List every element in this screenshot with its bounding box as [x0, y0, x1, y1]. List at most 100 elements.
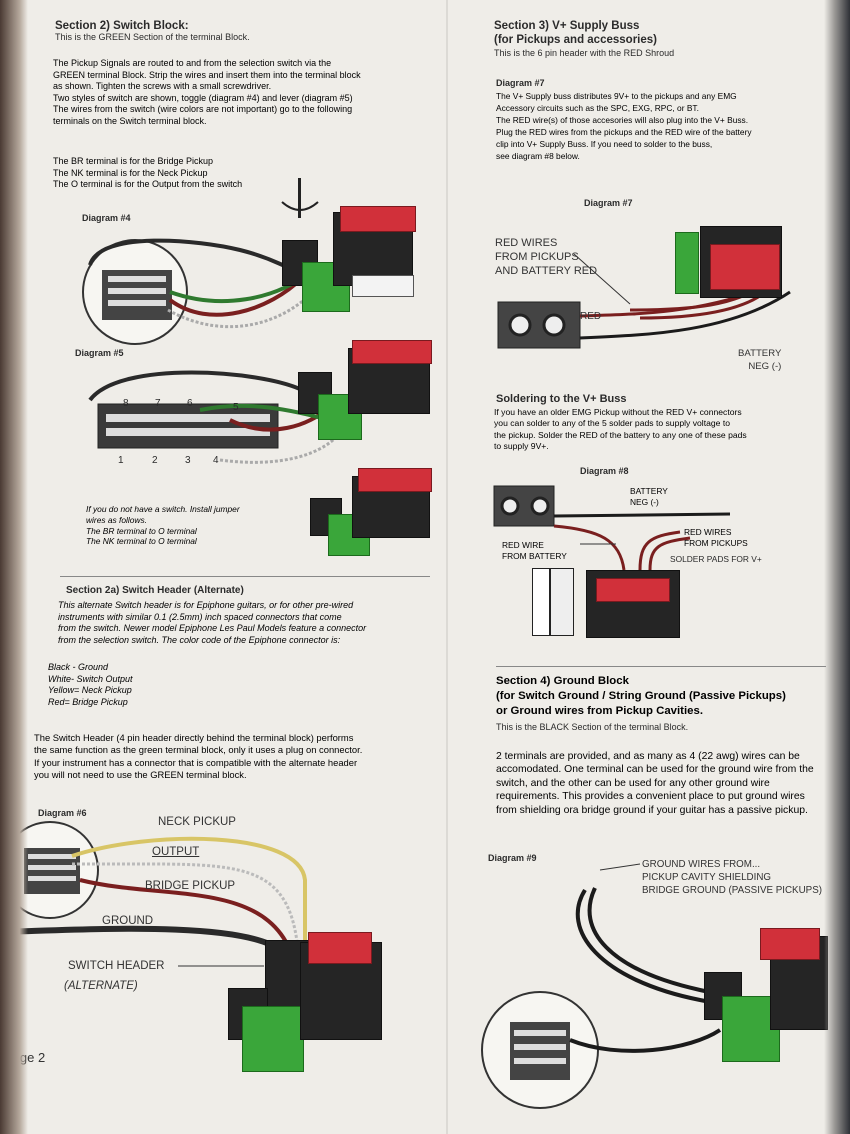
text-line: FROM BATTERY — [502, 551, 567, 561]
lever-pin-5: 5 — [233, 402, 239, 413]
text-line: The O terminal is for the Output from th… — [53, 179, 243, 190]
text-line: Accessory circuits such as the SPC, EXG,… — [496, 103, 699, 113]
text-line: If your instrument has a connector that … — [34, 756, 358, 768]
text-line: The wires from the switch (wire colors a… — [53, 104, 353, 115]
text-line: instruments with similar 0.1 (2.5mm) inc… — [58, 611, 342, 622]
section-3-title: Section 3) V+ Supply Buss — [494, 20, 640, 32]
neck-pickup-label: NECK PICKUP — [158, 816, 236, 828]
vplus-header-red — [308, 932, 372, 964]
divider — [60, 576, 430, 577]
lever-pin-4: 4 — [213, 455, 219, 466]
text-line: Yellow= Neck Pickup — [48, 685, 132, 696]
text-line: see diagram #8 below. — [496, 151, 580, 161]
text-line: accomodated. One terminal can be used fo… — [496, 764, 814, 776]
section-2-subtitle: This is the GREEN Section of the termina… — [55, 32, 250, 42]
ground-block — [532, 568, 550, 636]
lever-pin-8: 8 — [123, 398, 129, 409]
text-line: FROM PICKUPS — [495, 251, 579, 263]
diagram-9-label: Diagram #9 — [488, 853, 537, 863]
switch-block-green — [242, 1006, 304, 1072]
section-2a-title: Section 2a) Switch Header (Alternate) — [66, 585, 244, 596]
text-line: This alternate Switch header is for Epip… — [58, 600, 354, 610]
red-label: RED — [580, 311, 602, 322]
text-line: GROUND WIRES FROM... — [642, 859, 761, 870]
lever-pin-3: 3 — [185, 455, 191, 466]
text-line: BATTERY — [630, 486, 668, 496]
divider — [496, 666, 826, 667]
text-line: BRIDGE GROUND (PASSIVE PICKUPS) — [642, 885, 823, 896]
text-line: RED WIRES — [495, 237, 558, 249]
text-line: If you do not have a switch. Install jum… — [86, 504, 240, 514]
text-line: from shielding ora bridge ground if your… — [496, 804, 808, 816]
output-label: OUTPUT — [152, 846, 200, 858]
section-3-subtitle: This is the 6 pin header with the RED Sh… — [494, 48, 675, 58]
text-line: The NK terminal to O terminal — [86, 536, 197, 547]
text-line: The Switch Header (4 pin header directly… — [34, 732, 354, 743]
text-line: 2 terminals are provided, and as many as… — [496, 751, 800, 762]
switch-block-green — [302, 262, 350, 312]
diagram-7-ref: Diagram #7 — [496, 78, 545, 88]
lever-pin-7: 7 — [155, 398, 161, 409]
text-line: wires as follows. — [86, 514, 147, 525]
diagram-5-label: Diagram #5 — [75, 348, 124, 358]
section-4-title: Section 4) Ground Block (for Switch Grou… — [496, 674, 786, 719]
vplus-header-red — [358, 468, 432, 492]
text-line: to supply 9V+. — [494, 441, 549, 452]
text-line: NEG (-) — [630, 497, 659, 507]
text-line: GREEN terminal Block. Strip the wires an… — [53, 69, 361, 80]
diagram-5-illustration — [88, 370, 344, 464]
text-line: The Pickup Signals are routed to and fro… — [53, 58, 332, 68]
ground-label: GROUND — [102, 915, 154, 927]
paper-shadow-left — [0, 0, 28, 1134]
diagram-4-label: Diagram #4 — [82, 213, 131, 223]
text-line: you can solder to any of the 5 solder pa… — [494, 418, 731, 429]
text-line: PICKUP CAVITY SHIELDING — [642, 872, 772, 883]
text-line: Two styles of switch are shown, toggle (… — [53, 92, 353, 103]
section-2-paragraph: The Pickup Signals are routed to and fro… — [53, 58, 361, 128]
alternate-label: (ALTERNATE) — [64, 980, 138, 992]
text-line: NEG (-) — [748, 360, 782, 372]
vplus-header-red — [352, 340, 432, 364]
text-line: The V+ Supply buss distributes 9V+ to th… — [496, 91, 737, 101]
section-3-paragraph: The V+ Supply buss distributes 9V+ to th… — [496, 90, 752, 162]
text-line: RED WIRE — [502, 540, 544, 550]
vplus-header-red — [710, 244, 780, 290]
text-line: White- Switch Output — [48, 673, 133, 684]
text-line: If you have an older EMG Pickup without … — [494, 407, 742, 417]
lever-pin-1: 1 — [118, 455, 124, 466]
text-line: clip into V+ Supply Buss. If you need to… — [496, 139, 713, 149]
text-line: Plug the RED wires from the pickups and … — [496, 127, 752, 137]
diagram-8-label: Diagram #8 — [580, 466, 629, 476]
soldering-title: Soldering to the V+ Buss — [496, 393, 627, 405]
battery-neg-label: BATTERY NEG (-) — [738, 348, 781, 373]
board-edge — [352, 275, 414, 297]
text-line: BATTERY — [738, 348, 782, 359]
switch-header-label: SWITCH HEADER — [68, 960, 165, 972]
bridge-pickup-label: BRIDGE PICKUP — [145, 880, 236, 892]
lever-pin-6: 6 — [187, 398, 193, 409]
section-2a-paragraph: This alternate Switch header is for Epip… — [58, 600, 366, 646]
text-line: FROM PICKUPS — [684, 538, 748, 548]
text-line: terminals on the Switch terminal block. — [53, 115, 207, 126]
text-line: The BR terminal is for the Bridge Pickup — [53, 156, 214, 166]
text-line: Black - Ground — [48, 662, 109, 672]
text-line: The BR terminal to O terminal — [86, 525, 197, 536]
d8-red-wires-label: RED WIRES FROM PICKUPS — [684, 527, 748, 549]
switch-block — [550, 568, 574, 636]
text-line: Red= Bridge Pickup — [48, 696, 128, 707]
lever-pin-2: 2 — [152, 455, 158, 466]
switch-block-green — [675, 232, 699, 294]
color-code-list: Black - Ground White- Switch Output Yell… — [48, 662, 133, 708]
text-line: requirements. This provides a convenient… — [496, 791, 805, 803]
text-line: from the switch. Newer model Epiphone Le… — [58, 623, 367, 634]
vplus-header-red — [596, 578, 670, 602]
diagram-8-illustration — [493, 485, 731, 571]
text-line: from the selection switch. The color cod… — [58, 634, 341, 645]
section-2-title: Section 2) Switch Block: — [55, 20, 189, 32]
section-4-paragraph: 2 terminals are provided, and as many as… — [496, 750, 814, 817]
vplus-header-red — [760, 928, 820, 960]
soldering-paragraph: If you have an older EMG Pickup without … — [494, 407, 747, 453]
text-line: switch, and the other can be used for an… — [496, 777, 770, 789]
vplus-header-red — [340, 206, 416, 232]
